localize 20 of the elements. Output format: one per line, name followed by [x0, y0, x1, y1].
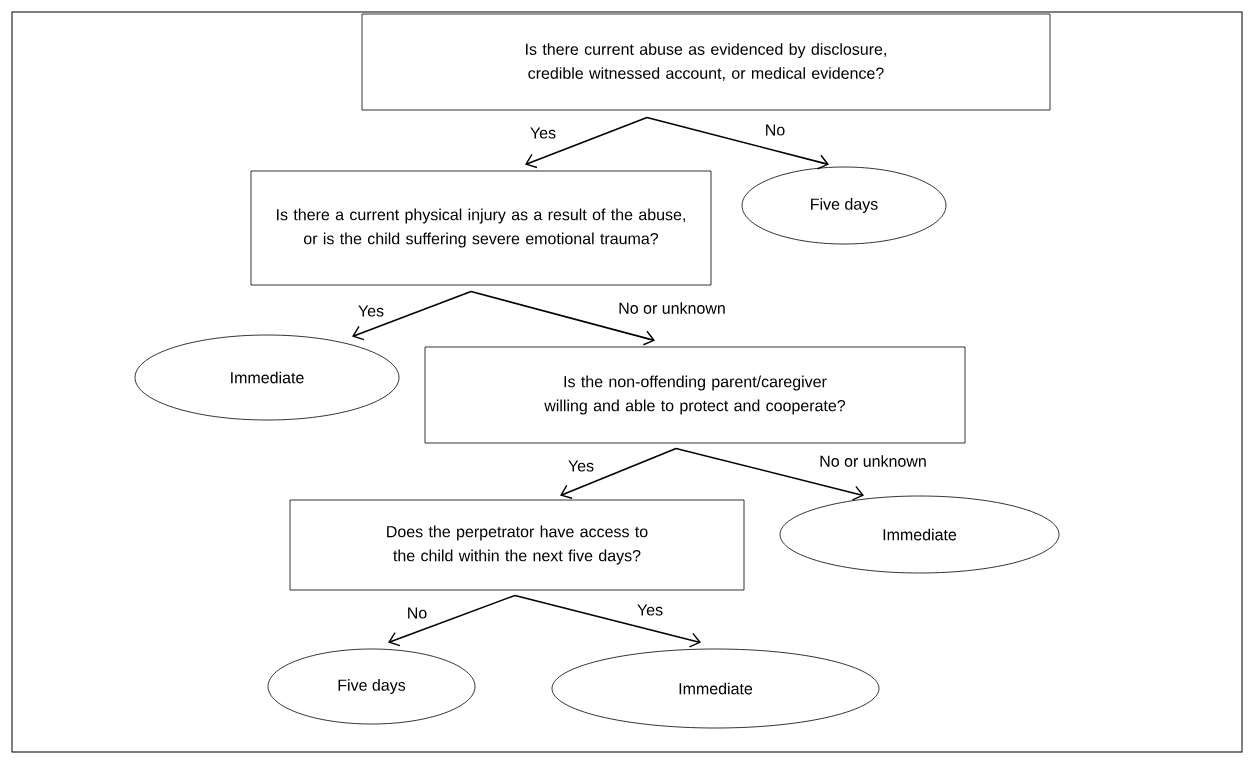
edge-label: Yes — [635, 603, 665, 617]
arrow — [675, 447, 864, 501]
question-box: Is there current abuse as evidenced by disclosure, credible witnessed account, or medical evidence? — [361, 13, 1051, 111]
question-box: Does the perpetrator have access to the child within the next five days? — [289, 499, 745, 591]
arrow — [525, 116, 648, 169]
arrow — [514, 594, 701, 648]
edge-label: No or unknown — [617, 301, 727, 315]
edge-label: Yes — [528, 126, 558, 140]
arrow — [352, 290, 472, 341]
question-box: Is the non-offending parent/caregiver willing and able to protect and cooperate? — [424, 346, 966, 444]
arrow — [646, 116, 829, 170]
arrow — [560, 447, 677, 499]
arrow — [470, 290, 655, 346]
arrow — [388, 594, 516, 647]
edge-label: Yes — [356, 304, 386, 318]
question-box: Is there a current physical injury as a result of the abuse, or is the child suffering severe emotional trauma? — [250, 170, 712, 286]
edge-label: No or unknown — [818, 454, 928, 468]
edge-label: No — [405, 606, 429, 620]
edge-label: Yes — [566, 459, 596, 473]
edge-label: No — [763, 123, 787, 137]
